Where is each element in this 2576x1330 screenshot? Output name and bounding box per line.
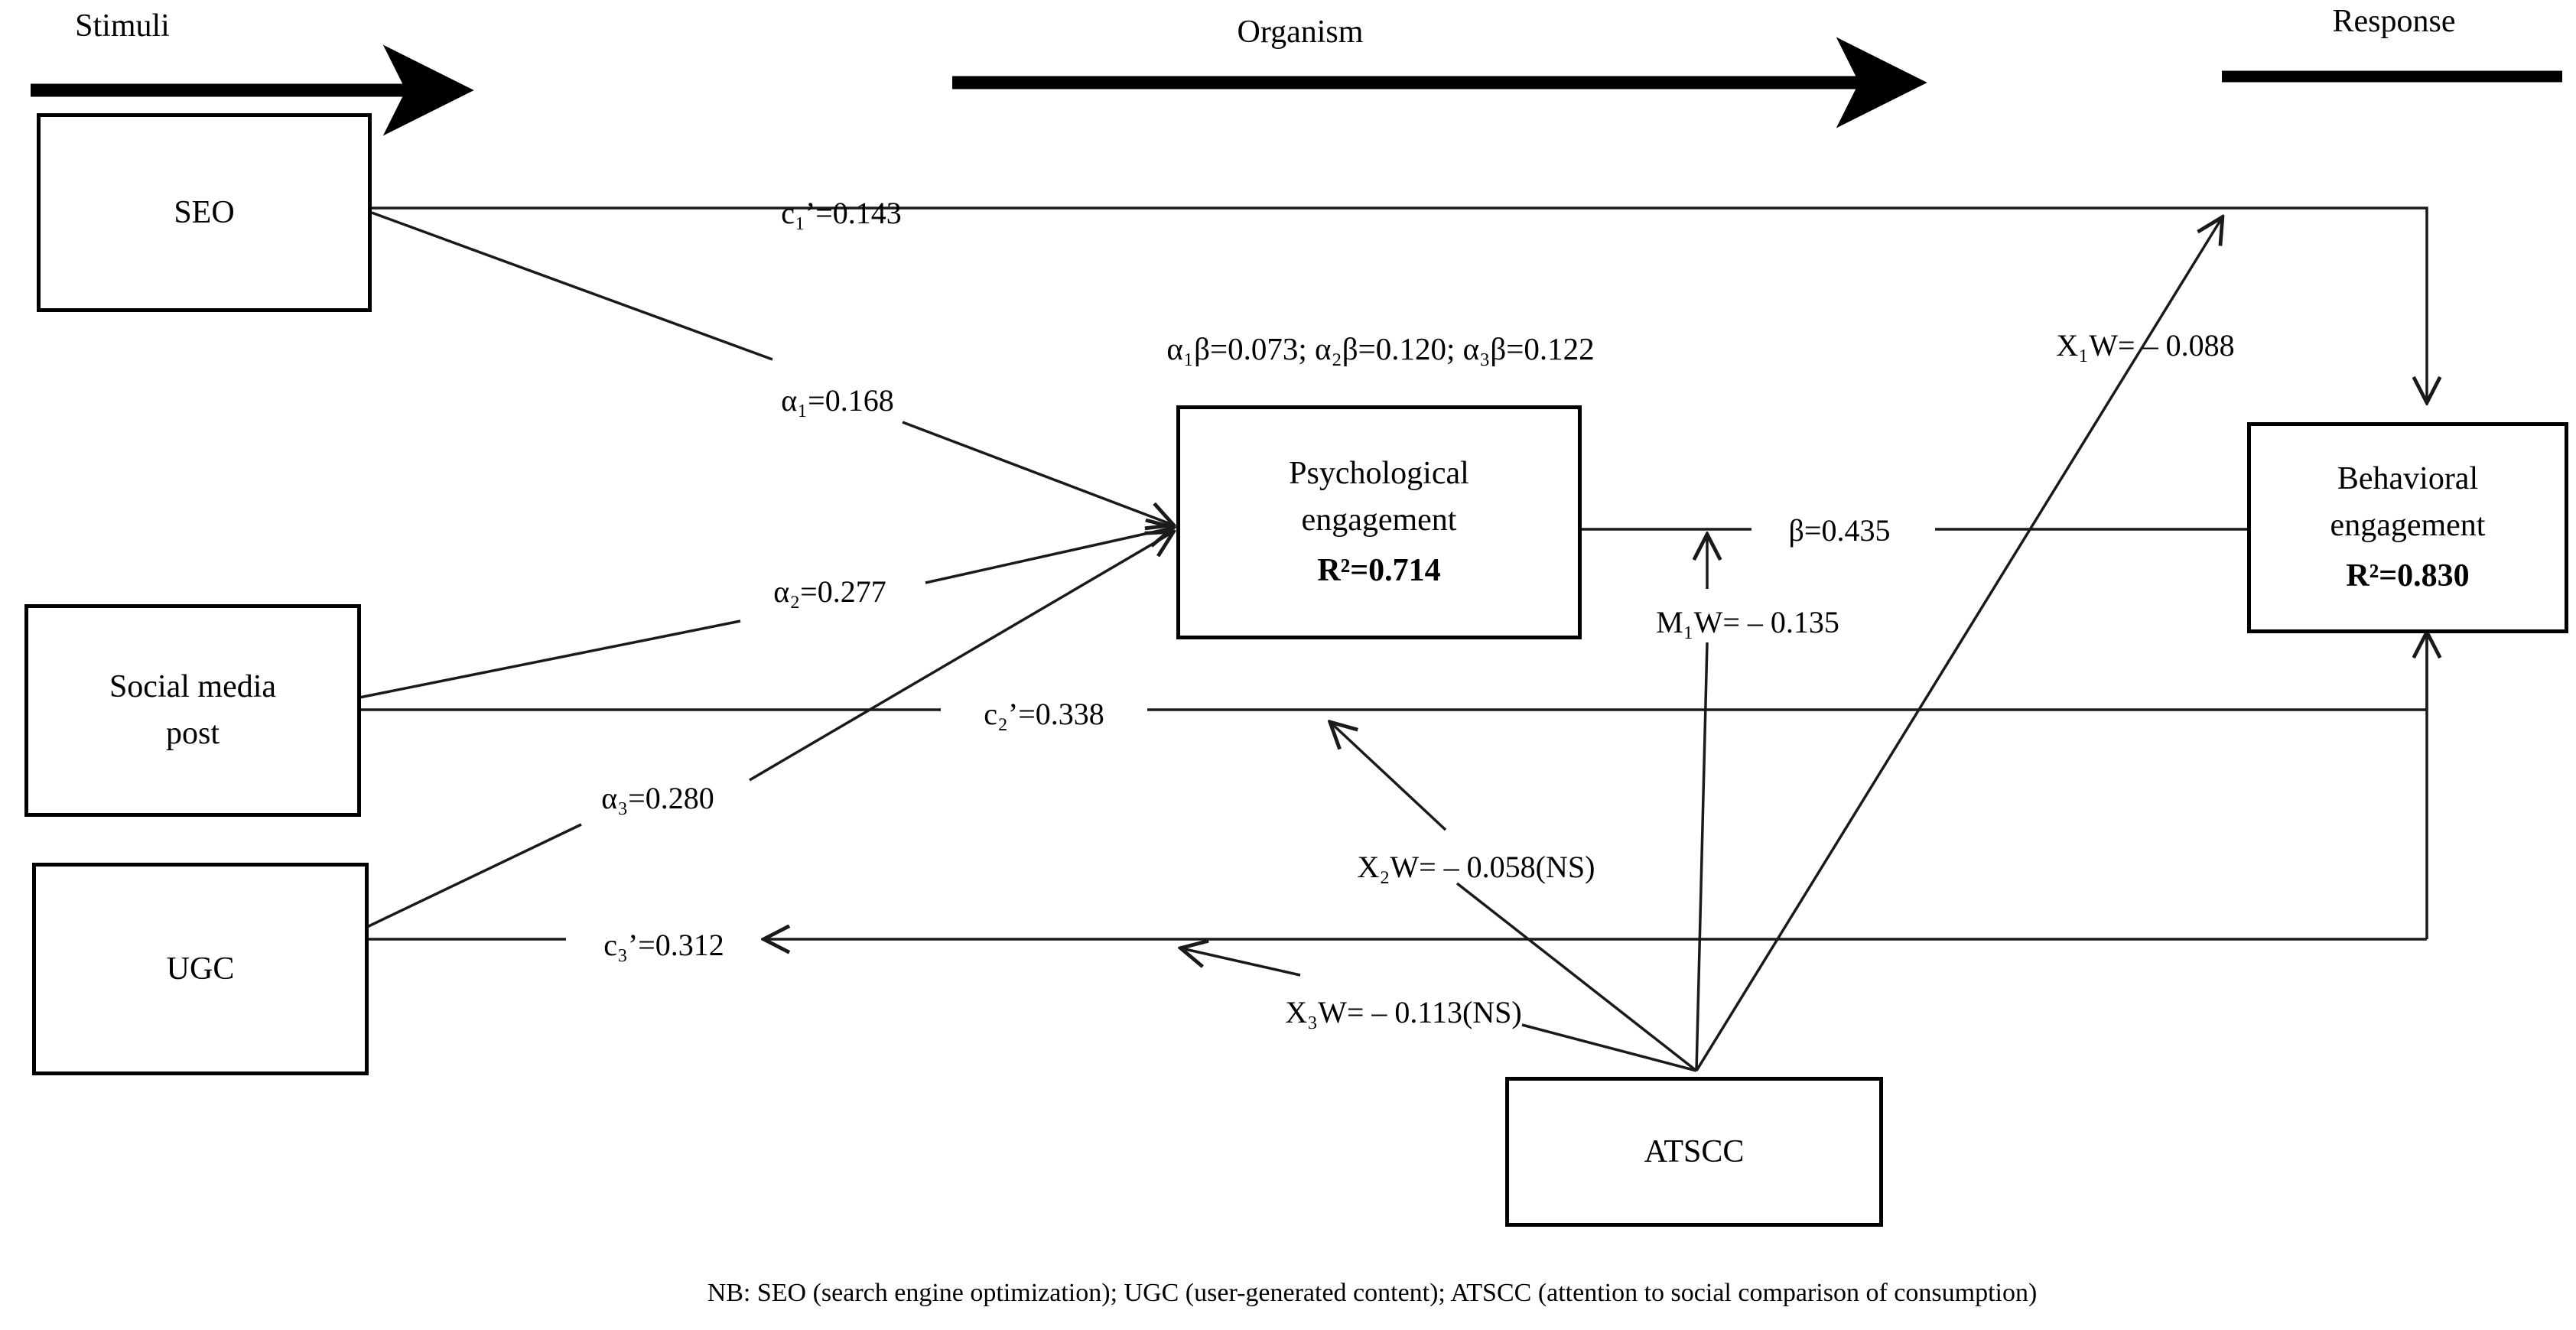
moderation-label-x1w: X₁W= – 0.088 xyxy=(2056,328,2235,363)
path-label-c3: c₃’=0.312 xyxy=(603,928,724,962)
moderation-x2w-line xyxy=(1331,723,1698,1072)
indirect-effects-label: α₁β=0.073; α₂β=0.120; α₃β=0.122 xyxy=(1166,331,1595,366)
path-a3-line xyxy=(366,532,1173,928)
node-psychological-engagement-r2: R²=0.714 xyxy=(1317,553,1441,589)
moderation-label-m1w: M₁W= – 0.135 xyxy=(1656,605,1839,639)
path-label-a2: α₂=0.277 xyxy=(773,574,886,609)
moderation-m1w-line xyxy=(1696,535,1707,1071)
moderation-label-x3w: X₃W= – 0.113(NS) xyxy=(1285,995,1522,1029)
figure-footnote: NB: SEO (search engine optimization); UG… xyxy=(707,1279,2038,1307)
node-psychological-engagement-label-line1: Psychological xyxy=(1289,455,1469,491)
node-psychological-engagement[interactable]: Psychological engagement R²=0.714 xyxy=(1176,405,1582,639)
path-c3-line xyxy=(367,633,2427,939)
node-seo[interactable]: SEO xyxy=(37,113,372,312)
node-behavioral-engagement-label-line1: Behavioral xyxy=(2337,460,2479,496)
path-label-beta: β=0.435 xyxy=(1788,513,1891,548)
path-label-c1: c₁’=0.143 xyxy=(781,196,902,230)
moderation-x1w-line xyxy=(1695,218,2222,1071)
path-a1-line xyxy=(371,211,1173,525)
node-atscc-label: ATSCC xyxy=(1644,1133,1745,1169)
path-label-a3: α₃=0.280 xyxy=(601,781,714,815)
path-label-a1: α₁=0.168 xyxy=(781,383,894,418)
node-behavioral-engagement-label-line2: engagement xyxy=(2330,507,2486,543)
node-behavioral-engagement[interactable]: Behavioral engagement R²=0.830 xyxy=(2247,422,2568,633)
node-social-media-post[interactable]: Social media post xyxy=(24,604,361,817)
node-ugc-label: UGC xyxy=(166,951,235,987)
node-ugc[interactable]: UGC xyxy=(32,863,369,1075)
node-psychological-engagement-label-line2: engagement xyxy=(1301,502,1457,538)
stage-label-response: Response xyxy=(2332,4,2456,39)
node-seo-label: SEO xyxy=(174,194,235,230)
moderation-label-x2w: X₂W= – 0.058(NS) xyxy=(1357,850,1595,884)
stage-label-organism: Organism xyxy=(1237,15,1364,50)
path-label-c2: c₂’=0.338 xyxy=(984,697,1104,731)
path-c1-line xyxy=(372,206,2427,402)
stage-label-stimuli: Stimuli xyxy=(75,8,170,44)
path-a2-line xyxy=(359,528,1173,699)
node-atscc[interactable]: ATSCC xyxy=(1505,1077,1883,1227)
node-social-media-post-label-line2: post xyxy=(165,716,220,751)
node-social-media-post-label-line1: Social media xyxy=(109,669,277,705)
node-behavioral-engagement-r2: R²=0.830 xyxy=(2346,558,2470,594)
moderation-x3w-line xyxy=(1182,948,1697,1072)
